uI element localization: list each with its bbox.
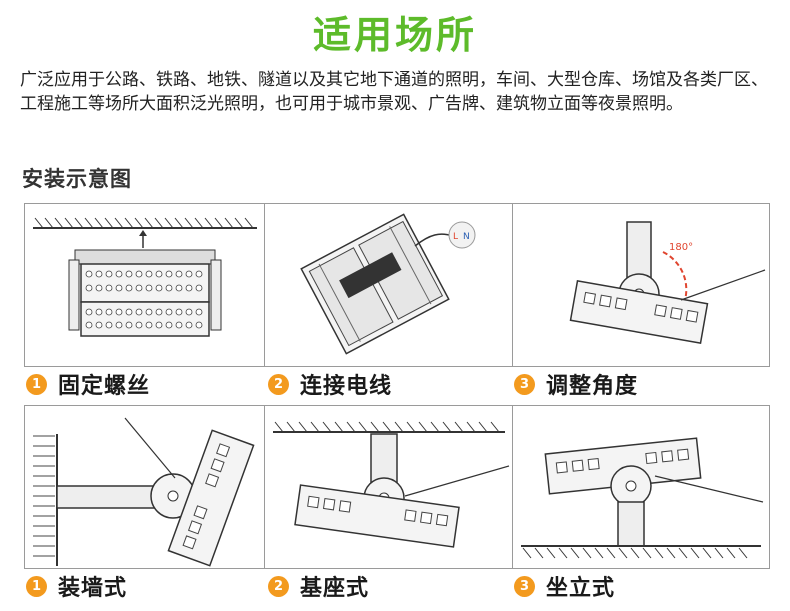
floor-mount-illustration [521,437,764,559]
mount-caption-3: 3 坐立式 [514,571,615,601]
angle-label: 180° [669,242,693,253]
mount-number-badge: 2 [268,575,289,597]
mount-number-badge: 1 [26,575,47,597]
mount-caption-1: 1 装墙式 [26,571,127,601]
diagram-connect-wires: L N [264,203,514,367]
diagram-floor-mount [512,405,770,569]
step-caption-1: 1 固定螺丝 [26,369,150,399]
mount-label: 基座式 [300,576,370,601]
wire-n-label: N [463,232,470,242]
section-title: 安装示意图 [22,167,132,191]
diagram-adjust-angle: 180° [512,203,770,367]
step-label: 固定螺丝 [58,374,151,399]
step-number-badge: 3 [514,373,535,395]
mount-label: 装墙式 [58,576,128,601]
step-number-badge: 1 [26,373,47,395]
diagram-wall-mount [24,405,266,569]
mount-label: 坐立式 [546,576,616,601]
connect-wires-illustration: L N [300,213,476,355]
page-title: 适用场所 [312,13,477,57]
mount-number-badge: 3 [514,575,535,597]
step-caption-3: 3 调整角度 [514,369,638,399]
adjust-angle-illustration: 180° [569,221,766,345]
wire-l-label: L [453,232,458,242]
step-label: 连接电线 [300,374,393,399]
mount-caption-2: 2 基座式 [268,571,369,601]
step-caption-2: 2 连接电线 [268,369,392,399]
application-description: 广泛应用于公路、铁路、地铁、隧道以及其它地下通道的照明，车间、大型仓库、场馆及各… [20,70,768,114]
fix-screws-illustration [33,217,257,337]
wall-mount-illustration [33,417,255,567]
diagram-fix-screws [24,203,266,367]
diagram-base-mount [264,405,514,569]
base-mount-illustration [273,421,510,548]
step-label: 调整角度 [546,374,639,399]
step-number-badge: 2 [268,373,289,395]
